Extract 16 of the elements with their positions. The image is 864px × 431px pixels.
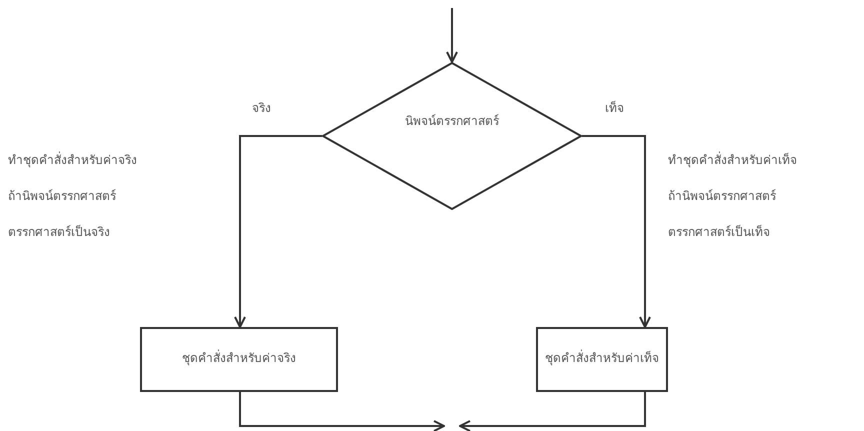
arrow xyxy=(582,135,651,328)
arrow xyxy=(239,392,445,431)
node-text: ชุดคำสั่งสำหรับค่าจริง xyxy=(182,348,296,367)
arrow xyxy=(234,135,322,328)
note-text: ตรรกศาสตร์เป็นจริง xyxy=(8,224,110,241)
process-box xyxy=(536,327,668,392)
node-text: ชุดคำสั่งสำหรับค่าเท็จ xyxy=(545,348,659,367)
note-text: ตรรกศาสตร์เป็นเท็จ xyxy=(668,224,770,241)
note-text: ทำชุดคำสั่งสำหรับค่าจริง xyxy=(8,150,137,169)
note-text: ทำชุดคำสั่งสำหรับค่าเท็จ xyxy=(668,150,797,169)
node-text: นิพจน์ตรรกศาสตร์ xyxy=(405,112,499,130)
note-text: ถ้านิพจน์ตรรกศาสตร์ xyxy=(8,188,116,205)
arrow xyxy=(446,8,458,63)
arrow xyxy=(459,392,646,431)
process-box xyxy=(140,327,338,392)
note-text: ถ้านิพจน์ตรรกศาสตร์ xyxy=(668,188,776,205)
